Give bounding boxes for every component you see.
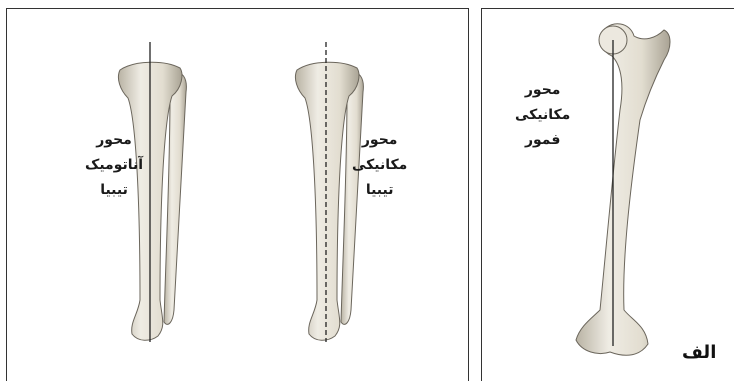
label-line: محور	[85, 128, 143, 153]
label-line: تیبیا	[352, 178, 407, 203]
label-line: مکانیکی	[515, 103, 570, 128]
label-line: محور	[515, 78, 570, 103]
tibia-anatomic-axis-label: محور آناتومیک تیبیا	[85, 128, 143, 203]
label-line: محور	[352, 128, 407, 153]
label-line: آناتومیک	[85, 153, 143, 178]
femur	[576, 24, 670, 356]
label-line: فمور	[515, 128, 570, 153]
label-line: مکانیکی	[352, 153, 407, 178]
femur-bone	[576, 24, 670, 356]
femur-mechanical-axis-label: محور مکانیکی فمور	[515, 78, 570, 153]
panel-letter-label: الف	[682, 342, 716, 363]
tibia-mechanical-axis-label: محور مکانیکی تیبیا	[352, 128, 407, 203]
label-line: تیبیا	[85, 178, 143, 203]
